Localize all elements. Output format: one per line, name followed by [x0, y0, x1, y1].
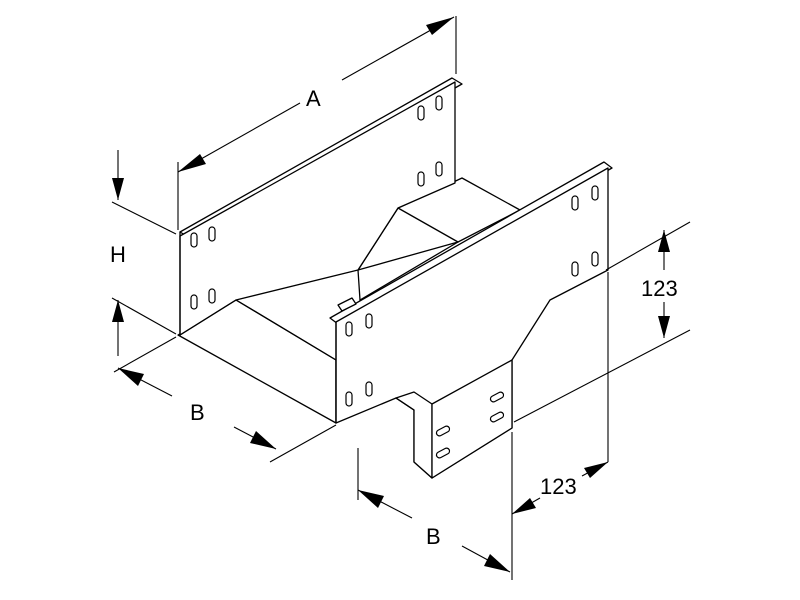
slot — [365, 313, 373, 329]
dimension-123-bottom — [511, 272, 609, 580]
slot — [591, 251, 599, 267]
branch-slots — [435, 391, 505, 459]
slot — [345, 391, 353, 407]
label-b-left: B — [190, 400, 205, 425]
dimension-b-left — [113, 336, 337, 463]
left-panel-slots — [190, 95, 443, 310]
junction-tab — [337, 297, 357, 312]
slot — [435, 447, 451, 459]
slot — [435, 425, 451, 437]
slot — [489, 391, 505, 403]
label-b-bottom: B — [426, 524, 441, 549]
dimension-123-right — [513, 221, 691, 423]
dimension-a — [177, 16, 457, 230]
slot — [365, 381, 373, 397]
label-123-right: 123 — [641, 276, 678, 301]
slot — [489, 411, 505, 423]
slot — [435, 161, 443, 177]
label-123-bottom: 123 — [540, 474, 577, 499]
slot — [417, 105, 425, 121]
slot — [591, 185, 599, 201]
slot — [417, 171, 425, 187]
slot — [571, 195, 579, 211]
slot — [190, 232, 198, 248]
slot — [208, 288, 216, 304]
front-panel-slots — [345, 185, 599, 407]
slot — [571, 261, 579, 277]
left-side-panel — [179, 77, 463, 336]
label-a: A — [306, 86, 321, 111]
slot — [190, 294, 198, 310]
slot — [208, 226, 216, 242]
slot — [435, 95, 443, 111]
dimension-b-bottom — [357, 448, 511, 573]
dimension-h — [111, 150, 177, 356]
label-h: H — [110, 242, 126, 267]
slot — [345, 321, 353, 337]
branch-stub — [395, 359, 513, 479]
